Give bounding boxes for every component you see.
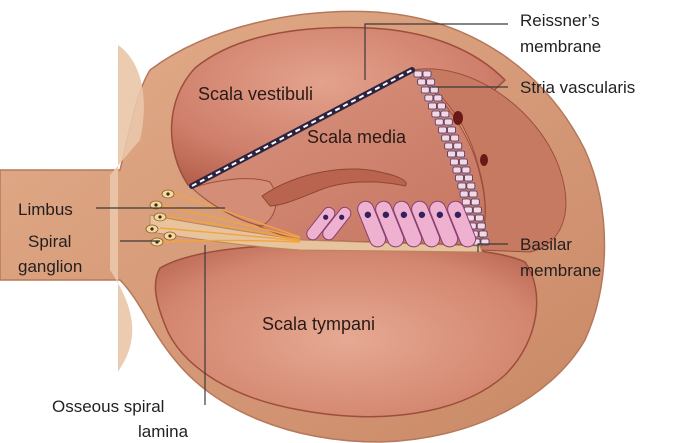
stria-cell [479, 231, 487, 237]
ganglion-cell-nucleus [168, 234, 171, 237]
label-scala-tympani: Scala tympani [262, 314, 375, 334]
stria-cell [458, 183, 466, 189]
stria-cell [460, 191, 468, 197]
stria-cell [453, 167, 461, 173]
stria-cell [448, 151, 456, 157]
stria-cell [448, 127, 456, 133]
stria-cell [444, 119, 452, 125]
stria-cell [425, 95, 433, 101]
stria-cell [439, 127, 447, 133]
label-basilar-line2: membrane [520, 261, 601, 280]
stria-cell [469, 191, 477, 197]
label-scala-vestibuli: Scala vestibuli [198, 84, 313, 104]
stria-cell [475, 215, 483, 221]
stria-cell [427, 79, 435, 85]
vessel-1 [453, 111, 463, 125]
stria-cell [459, 159, 467, 165]
stria-cell [441, 111, 449, 117]
stria-cell [450, 159, 458, 165]
stria-cell [471, 199, 479, 205]
stria-cell [477, 223, 485, 229]
stria-cell [435, 119, 443, 125]
stria-cell [445, 143, 453, 149]
stria-cell [418, 79, 426, 85]
stria-cell [462, 167, 470, 173]
label-spiral-ganglion-line1: Spiral [28, 232, 71, 251]
stria-cell [457, 151, 465, 157]
stria-cell [434, 95, 442, 101]
stria-cell [430, 87, 438, 93]
stria-cell [423, 71, 431, 77]
stria-cell [437, 103, 445, 109]
stria-cell [455, 175, 463, 181]
label-basilar-line1: Basilar [520, 235, 572, 254]
stria-cell [451, 135, 459, 141]
label-reissners-line2: membrane [520, 37, 601, 56]
stria-cell [428, 103, 436, 109]
label-reissners-line1: Reissner’s [520, 11, 600, 30]
stria-cell [432, 111, 440, 117]
label-limbus: Limbus [18, 200, 73, 219]
ganglion-cell-nucleus [166, 192, 169, 195]
ganglion-cell-nucleus [150, 227, 153, 230]
stria-cell [462, 199, 470, 205]
label-osseous-line2: lamina [138, 422, 189, 441]
vessel-2 [480, 154, 488, 166]
stria-cell [454, 143, 462, 149]
ganglion-cell-nucleus [154, 203, 157, 206]
stria-cell [414, 71, 422, 77]
label-osseous-line1: Osseous spiral [52, 397, 164, 416]
label-spiral-ganglion-line2: ganglion [18, 257, 82, 276]
stria-cell [473, 207, 481, 213]
label-stria-vascularis: Stria vascularis [520, 78, 635, 97]
stria-cell [442, 135, 450, 141]
stria-cell [421, 87, 429, 93]
label-scala-media: Scala media [307, 127, 407, 147]
stria-cell [464, 175, 472, 181]
stria-cell [467, 183, 475, 189]
ganglion-cell-nucleus [158, 215, 161, 218]
